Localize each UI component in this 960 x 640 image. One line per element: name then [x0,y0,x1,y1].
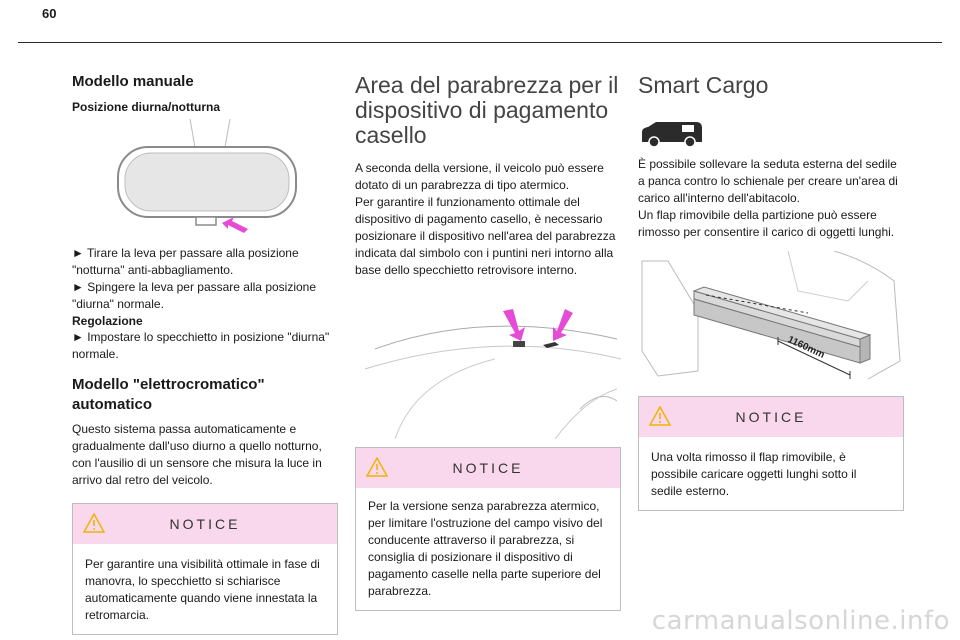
instruction-night: ► Tirare la leva per passare alla posizi… [72,246,299,277]
notice-box-mirror: NOTICE Per garantire una visibilità otti… [72,503,338,635]
footer-watermark: carmanualsonline.info [651,606,950,636]
arrow-left [503,309,525,341]
smart-cargo-text: È possibile sollevare la seduta esterna … [638,157,898,239]
van-silhouette-icon [642,122,702,148]
warning-icon [83,513,105,533]
section-title-smart-cargo: Smart Cargo [638,72,769,98]
arrow-right [553,309,573,341]
section-title-manual: Modello manuale [72,73,194,90]
rearview-mirror-illustration [117,119,297,233]
notice-text: Una volta rimosso il flap rimovibile, è … [651,450,857,498]
notice-box-toll: NOTICE Per la versione senza parabrezza … [355,447,621,611]
page-number: 60 [42,6,57,21]
notice-title: NOTICE [735,409,807,425]
header-rule [18,42,942,43]
notice-box-cargo: NOTICE Una volta rimosso il flap rimovib… [638,396,904,511]
notice-text: Per garantire una visibilità ottimale in… [85,557,320,622]
notice-header: NOTICE [639,397,903,437]
subtitle-day-night: Posizione diurna/notturna [72,100,221,114]
windshield-illustration [364,309,621,439]
column-smart-cargo: Smart Cargo È possibile sollevare la sed… [638,70,904,511]
cargo-load-illustration: 1160mm [641,251,901,380]
instruction-day: ► Spingere la leva per passare alla posi… [72,280,317,311]
notice-text: Per la versione senza parabrezza atermic… [368,499,603,598]
notice-header: NOTICE [356,448,620,488]
toll-text: A seconda della versione, il veicolo può… [355,161,616,277]
section-title-electrochromic: Modello "elettrocromatico" automatico [72,376,265,413]
lever-arrow [222,217,248,233]
subtitle-regulation: Regolazione [72,314,143,328]
column-toll-device: Area del parabrezza per il dispositivo d… [355,70,621,611]
notice-title: NOTICE [169,516,241,532]
notice-header: NOTICE [73,504,337,544]
electrochromic-text: Questo sistema passa automaticamente e g… [72,422,322,487]
section-title-toll: Area del parabrezza per il dispositivo d… [355,72,619,148]
notice-title: NOTICE [452,460,524,476]
regulation-text: ► Impostare lo specchietto in posizione … [72,330,330,361]
column-manual-mirror: Modello manuale Posizione diurna/notturn… [72,70,338,635]
warning-icon [366,457,388,477]
warning-icon [649,406,671,426]
